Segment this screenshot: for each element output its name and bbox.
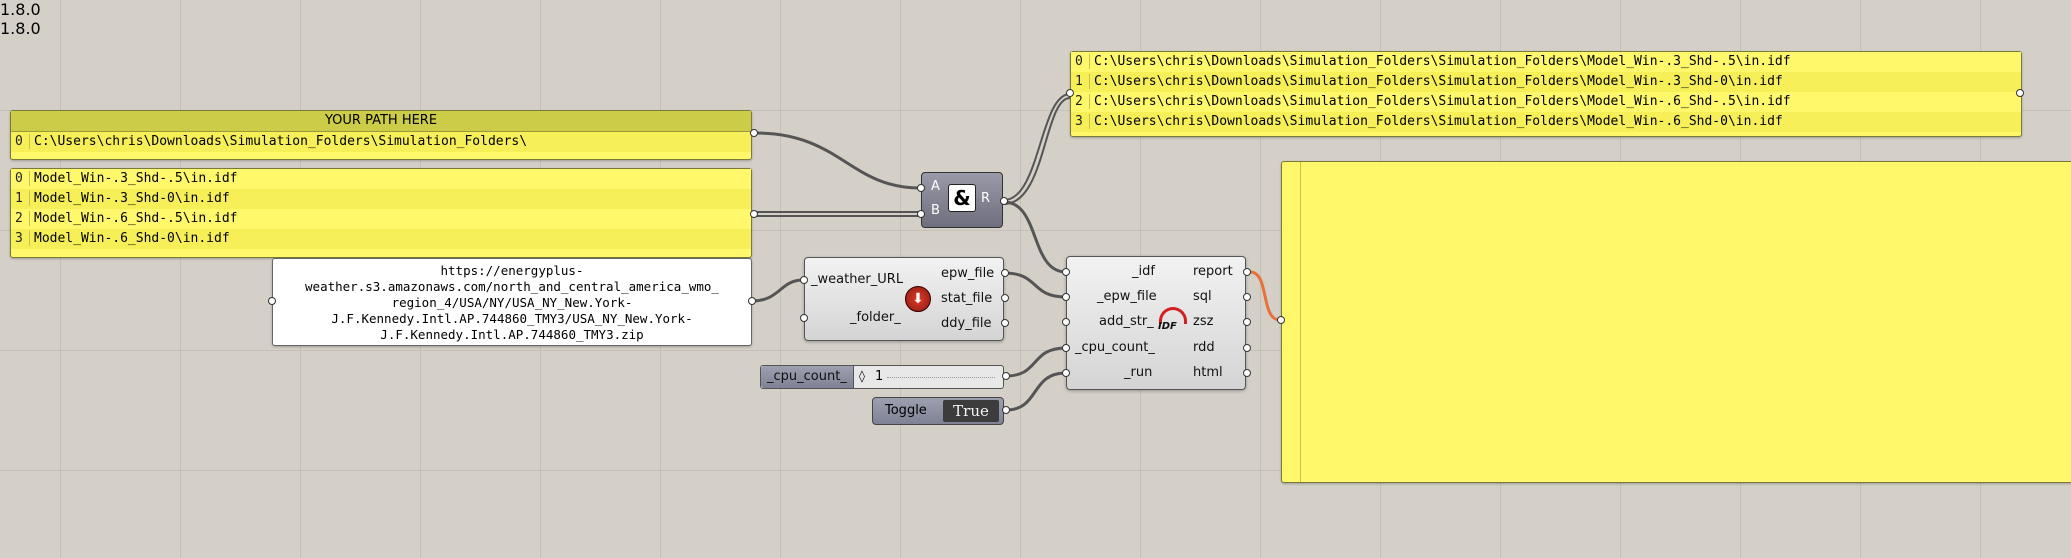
add-str-in-grip[interactable] xyxy=(1062,318,1070,326)
idf-in-grip[interactable] xyxy=(1062,268,1070,276)
weather-version-badge: 1.8.0 xyxy=(0,0,41,19)
report-panel-gutter xyxy=(1300,162,1301,482)
wire-toggle-to-run xyxy=(1005,371,1067,412)
toggle-label: Toggle xyxy=(885,403,927,418)
report-panel[interactable] xyxy=(1281,161,2071,483)
slider-track[interactable] xyxy=(887,377,995,378)
epw-file-output: epw_file xyxy=(941,266,995,281)
run-in-grip[interactable] xyxy=(1062,369,1070,377)
stat-out-grip[interactable] xyxy=(1001,294,1009,302)
sql-out-grip[interactable] xyxy=(1243,293,1251,301)
path-panel-title: YOUR PATH HERE xyxy=(11,111,751,132)
ampersand-icon: & xyxy=(948,184,976,212)
wire-path-to-merge-a xyxy=(755,131,921,190)
idf-input: _idf xyxy=(1132,264,1155,279)
epw-file-input: _epw_file xyxy=(1097,289,1157,304)
run-toggle[interactable]: Toggle True xyxy=(872,397,1004,425)
run-idf-icon: IDF xyxy=(1156,307,1187,337)
report-output: report xyxy=(1193,264,1233,279)
download-weather-component[interactable]: _weather_URL _folder_ ⬇ epw_file stat_fi… xyxy=(804,257,1004,341)
cpu-count-input: _cpu_count_ xyxy=(1075,340,1155,355)
output-panel-input-grip[interactable] xyxy=(1066,89,1074,97)
report-out-grip[interactable] xyxy=(1243,268,1251,276)
wire-report-to-panel xyxy=(1249,270,1281,322)
slider-marker-icon: ◊ xyxy=(859,369,865,383)
wire-slider-to-cpu xyxy=(1005,346,1067,378)
rdd-output: rdd xyxy=(1193,340,1215,355)
wire-merge-to-idf xyxy=(1003,200,1067,274)
epw-in-grip[interactable] xyxy=(1062,293,1070,301)
weather-url-in-grip[interactable] xyxy=(800,276,808,284)
html-output: html xyxy=(1193,365,1223,380)
folder-in-grip[interactable] xyxy=(800,314,808,322)
wire-epw-to-idf xyxy=(1003,271,1067,299)
wire-url-to-weather xyxy=(751,278,804,303)
rdd-out-grip[interactable] xyxy=(1243,344,1251,352)
slider-out-grip[interactable] xyxy=(1002,372,1010,380)
stat-file-output: stat_file xyxy=(941,291,993,306)
slider-value: 1 xyxy=(875,369,884,384)
url-panel-input-grip[interactable] xyxy=(268,297,276,305)
merge-in-b-grip[interactable] xyxy=(917,210,925,218)
merge-out-r-grip[interactable] xyxy=(1000,197,1008,205)
weather-url-panel[interactable]: https://energyplus- weather.s3.amazonaws… xyxy=(272,258,752,346)
output-panel-output-grip[interactable] xyxy=(2016,89,2024,97)
report-panel-input-grip[interactable] xyxy=(1277,316,1285,324)
merge-input-a: A xyxy=(931,179,940,194)
ddy-file-output: ddy_file xyxy=(941,316,992,331)
run-idf-version-badge: 1.8.0 xyxy=(0,19,41,38)
cpu-count-slider[interactable]: _cpu_count_ ◊ 1 xyxy=(760,365,1004,389)
zsz-output: zsz xyxy=(1193,314,1214,329)
path-panel-output-grip[interactable] xyxy=(750,129,758,137)
merge-output-r: R xyxy=(981,191,991,206)
wire-merge-to-output-2 xyxy=(1003,97,1071,205)
cpu-count-in-grip[interactable] xyxy=(1062,344,1070,352)
html-out-grip[interactable] xyxy=(1243,369,1251,377)
epw-out-grip[interactable] xyxy=(1001,269,1009,277)
toggle-value-button[interactable]: True xyxy=(943,400,999,422)
wire-merge-to-output xyxy=(1003,93,1071,201)
sql-output: sql xyxy=(1193,289,1212,304)
add-str-input: add_str_ xyxy=(1099,314,1154,329)
weather-url-input: _weather_URL xyxy=(811,272,904,287)
ddy-out-grip[interactable] xyxy=(1001,319,1009,327)
toggle-out-grip[interactable] xyxy=(1002,406,1010,414)
download-weather-icon: ⬇ xyxy=(905,286,931,312)
merge-in-a-grip[interactable] xyxy=(917,184,925,192)
slider-label: _cpu_count_ xyxy=(761,366,854,388)
zsz-out-grip[interactable] xyxy=(1243,318,1251,326)
run-idf-component[interactable]: _idf _epw_file add_str_ _cpu_count_ _run… xyxy=(1066,256,1246,390)
concatenate-component[interactable]: A B & R xyxy=(921,172,1003,228)
models-panel-output-grip[interactable] xyxy=(750,210,758,218)
run-input: _run xyxy=(1124,365,1153,380)
url-panel-output-grip[interactable] xyxy=(748,297,756,305)
folder-input: _folder_ xyxy=(850,310,901,325)
merge-input-b: B xyxy=(931,203,940,218)
